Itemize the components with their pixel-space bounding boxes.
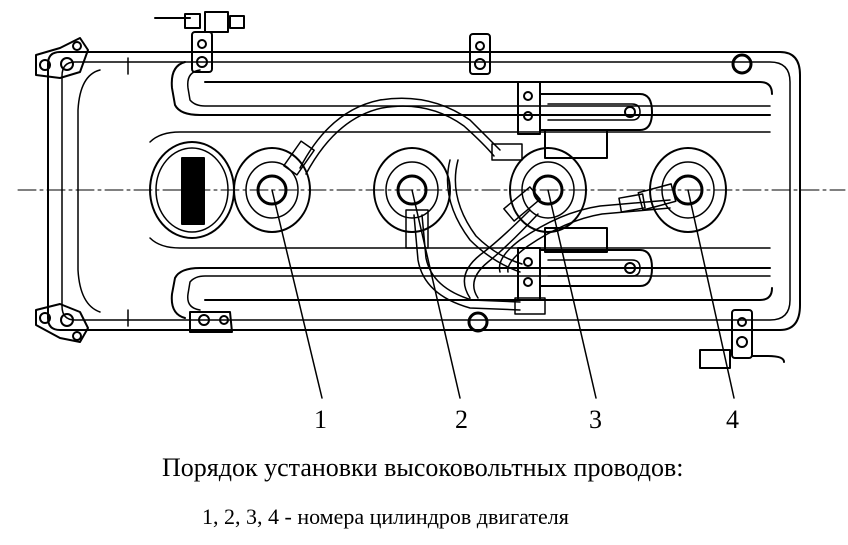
bottom-clamp-right: [699, 309, 785, 369]
spark-plug-well-3: [509, 147, 587, 233]
hv-wire-3: [446, 159, 541, 299]
callout-1: 1: [314, 405, 327, 434]
bottom-bolt-center: [467, 311, 489, 333]
bottom-clamp-left: [189, 311, 233, 333]
spark-plug-well-2: [373, 147, 451, 233]
cover-outline: [47, 51, 801, 331]
spark-plug-well-1: [233, 147, 311, 233]
lower-rib: [149, 237, 773, 319]
upper-rib: [149, 61, 773, 143]
callout-2: 2: [455, 405, 468, 434]
caption-title: Порядок установки высоковольтных проводо…: [162, 453, 684, 482]
hv-wire-1: [283, 97, 523, 176]
caption-subtitle: 1, 2, 3, 4 - номера цилиндров двигателя: [202, 504, 569, 529]
top-clamp-center: [469, 33, 491, 75]
callout-4: 4: [726, 405, 739, 434]
wire-holder-bottom: [517, 227, 653, 301]
top-right-bolt: [731, 53, 753, 75]
bracket-bottom-left: [35, 303, 89, 343]
bracket-top-left: [35, 37, 89, 79]
top-clamp-left: [154, 11, 245, 73]
leader-lines: [271, 189, 735, 399]
breather-cap: [149, 141, 235, 239]
callout-3: 3: [589, 405, 602, 434]
hv-wire-4: [498, 183, 677, 273]
wire-holder-top: [517, 81, 653, 159]
